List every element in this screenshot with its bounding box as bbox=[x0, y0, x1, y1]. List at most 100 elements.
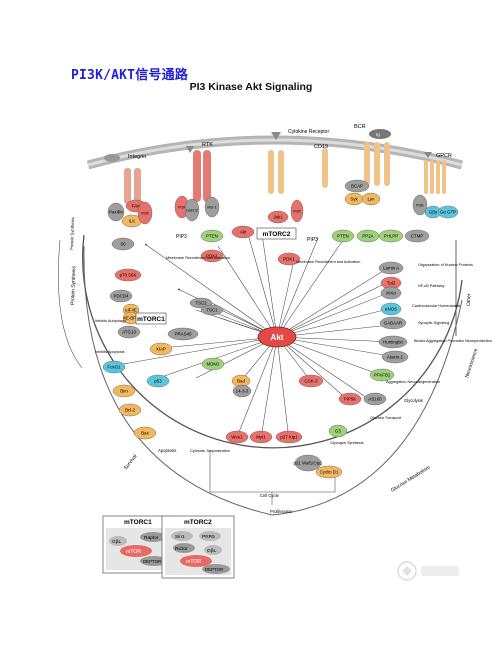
integrin-receptor: Integrin bbox=[104, 154, 146, 204]
complex-label-mtorc2: mTORC2 bbox=[263, 231, 291, 238]
node-shape-g_gtp bbox=[437, 205, 459, 219]
mtorc2-inset-mtor: mTOR bbox=[186, 559, 201, 565]
node-label-phlpp: PHLPP bbox=[384, 234, 398, 239]
node-label-pi3k_d: PI3K bbox=[416, 204, 424, 208]
node-shape-p70s6k bbox=[114, 268, 142, 282]
node-pi3k_d: PI3K bbox=[412, 194, 428, 216]
integrin-label: Integrin bbox=[128, 154, 146, 160]
node-tsc1: TSC1 bbox=[200, 304, 224, 316]
node-label-b1433: 14-3-3 bbox=[236, 389, 249, 394]
node-pi3k_a: PI3K bbox=[137, 201, 153, 225]
node-shape-jak bbox=[267, 210, 289, 224]
node-shape-irs bbox=[204, 196, 220, 218]
node-shape-bax bbox=[133, 426, 157, 440]
node-label-bp1: 4E-BP1 bbox=[123, 316, 139, 321]
node-label-irs: IRS-1 bbox=[207, 206, 216, 210]
arc-label-other: Other bbox=[466, 293, 472, 306]
node-shape-huntingtin bbox=[378, 335, 408, 349]
outcome-inhibits_apoptosis: Inhibits Apoptosis bbox=[95, 350, 125, 354]
node-shape-pdk1_b bbox=[277, 252, 301, 266]
node-label-p70s6k: p70 S6K bbox=[120, 273, 137, 278]
node-gsk3: GSK-3 bbox=[298, 374, 324, 388]
node-atg13: ATG13 bbox=[117, 325, 141, 339]
mtorc2-inset-prr5: PRR5 bbox=[202, 534, 215, 540]
label-pip3_left: PIP3 bbox=[176, 234, 187, 240]
node-shape-paxillin bbox=[107, 202, 125, 222]
node-label-ilk: ILK bbox=[129, 219, 136, 224]
node-label-syk: Syk bbox=[350, 197, 358, 202]
node-label-paxillin: Paxillin bbox=[109, 210, 123, 215]
node-shape-p53 bbox=[146, 374, 170, 388]
node-shape-b1433 bbox=[232, 384, 252, 398]
node-shape-ataxin bbox=[381, 350, 409, 364]
outcome-inhibits_autophagy: Inhibits Autophagy bbox=[95, 319, 126, 323]
node-shape-gabaar bbox=[379, 316, 407, 330]
node-irs: IRS-1 bbox=[204, 196, 220, 218]
node-label-pdk1_a: PDK1 bbox=[206, 254, 218, 259]
node-shape-pdcd4 bbox=[109, 289, 133, 303]
node-label-pi3k_a: PI3K bbox=[141, 212, 149, 216]
node-huntingtin: Huntingtin bbox=[378, 335, 408, 349]
node-bp1: 4E-BP1 bbox=[122, 311, 140, 325]
node-label-bad: Bad bbox=[237, 379, 245, 384]
outcome-agg_neuro: Aggregation Neurodegeneration bbox=[386, 380, 440, 384]
node-pras40: PRAS40 bbox=[167, 327, 199, 341]
node-shape-p21 bbox=[294, 454, 322, 472]
mtorc2-inset-deptor: DEPTOR bbox=[205, 567, 223, 572]
node-shape-s6 bbox=[111, 237, 135, 251]
cd19-label: CD19 bbox=[314, 144, 328, 150]
outcome-cytosolic_sequestration: Cytosolic Sequestration bbox=[190, 449, 230, 453]
mtorc1-inset: mTORC1 Raptor GβL mTOR DEPTOR bbox=[102, 515, 174, 574]
node-shape-pi3k_d bbox=[412, 194, 428, 216]
node-shape-lyn bbox=[361, 192, 381, 206]
node-label-pdk1_b: PDK1 bbox=[283, 257, 295, 262]
node-phlpp: PHLPP bbox=[378, 229, 404, 243]
node-shape-gsk3 bbox=[298, 374, 324, 388]
node-label-pi3k_b: PI3K bbox=[178, 206, 186, 210]
mtorc2-inset-title: mTORC2 bbox=[184, 519, 212, 526]
label-membrane_right: Membrane Recruitment and Activation bbox=[296, 260, 360, 264]
outcome-glycolysis: Glycolysis bbox=[404, 398, 423, 403]
node-shape-foxo1 bbox=[102, 360, 126, 374]
node-label-p27: p27 Kip1 bbox=[280, 435, 298, 440]
node-shape-as160 bbox=[363, 392, 387, 406]
node-akt_top: Akt bbox=[231, 225, 255, 239]
node-shape-gs bbox=[328, 424, 348, 438]
node-label-g_beta: Gβγ bbox=[429, 210, 438, 215]
node-label-jak: Jak1 bbox=[273, 215, 283, 220]
gpcr-label: GPCR bbox=[436, 153, 452, 159]
node-shape-p27 bbox=[275, 430, 303, 444]
outcome-nfkb: NF-κB Pathway bbox=[418, 284, 444, 288]
node-shape-pi3k_c bbox=[290, 199, 304, 223]
node-label-pten_b: PTEN bbox=[337, 234, 349, 239]
outcome-cell_cycle: Cell Cycle bbox=[260, 493, 280, 498]
node-shape-laminA bbox=[378, 261, 404, 275]
node-label-akt_top: Akt bbox=[240, 230, 247, 235]
akt-center-label: Akt bbox=[271, 333, 284, 342]
node-pten_b: PTEN bbox=[331, 229, 355, 243]
node-label-xiap: XIAP bbox=[156, 347, 166, 352]
node-p21: p21 Waf1/Cip1 bbox=[294, 454, 323, 472]
outcome-blocks_agg: Blocks Aggregation Promotes Neuroprotect… bbox=[414, 339, 492, 343]
outcome-proliferation: Proliferation bbox=[270, 509, 293, 514]
node-shape-phlpp bbox=[378, 229, 404, 243]
node-pip5k: PIP5K bbox=[338, 392, 362, 406]
cell-boundary-arc bbox=[82, 234, 463, 449]
node-label-ataxin: Ataxin-1 bbox=[387, 355, 404, 360]
node-ataxin: Ataxin-1 bbox=[381, 350, 409, 364]
watermark-logo bbox=[397, 561, 459, 581]
node-label-pten_a: PTEN bbox=[206, 234, 218, 239]
outcome-glucose_transport: Glucose Transport bbox=[370, 416, 402, 420]
arc-label-protein-synthesis: Protein Synthesis bbox=[70, 265, 77, 305]
node-label-mdm2: MDM2 bbox=[207, 362, 220, 367]
rtk-label: RTK bbox=[202, 142, 213, 148]
document-heading: PI3K/AKT信号通路 bbox=[71, 68, 189, 83]
mtorc1-inset-raptor: Raptor bbox=[144, 535, 159, 541]
node-enos: eNOS bbox=[380, 302, 402, 316]
complex-label-mtorc1: mTORC1 bbox=[137, 316, 165, 323]
node-label-lyn: Lyn bbox=[368, 197, 375, 202]
node-lyn: Lyn bbox=[361, 192, 381, 206]
node-label-bim: Bim bbox=[120, 389, 128, 394]
